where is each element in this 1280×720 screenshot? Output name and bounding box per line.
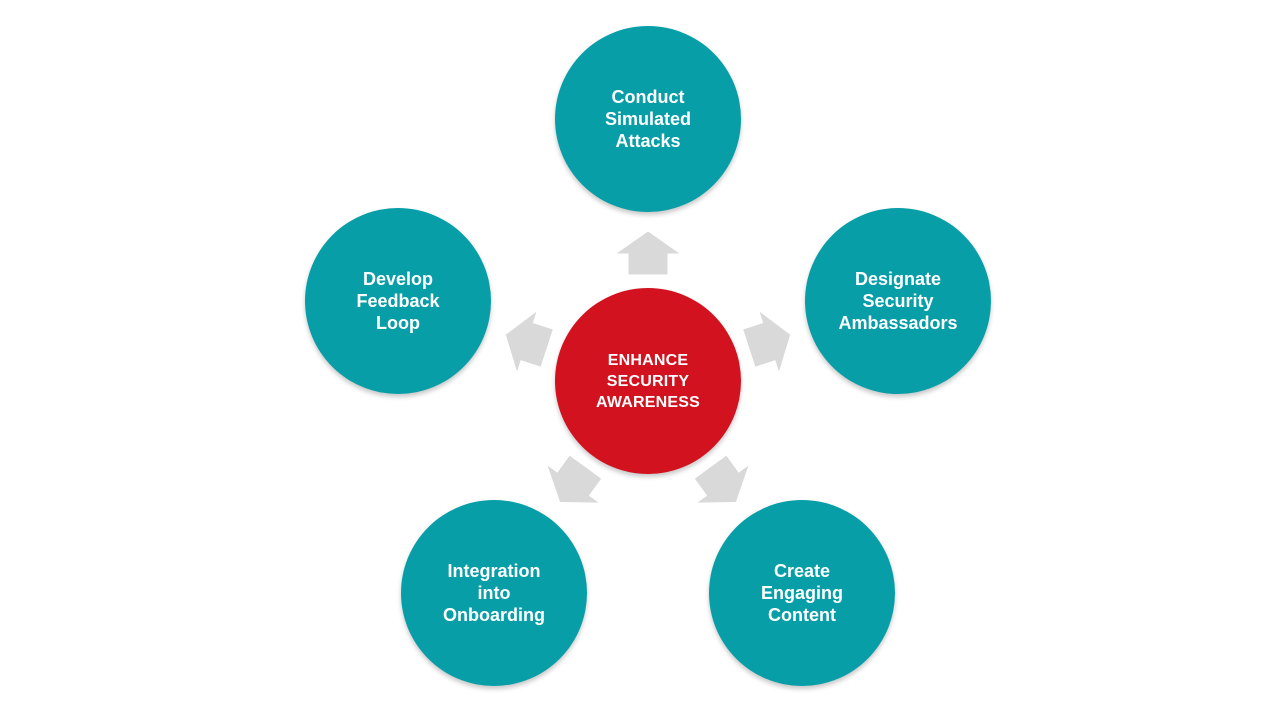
center-node-enhance-security-awareness: ENHANCE SECURITY AWARENESS <box>555 288 741 474</box>
center-node-label: ENHANCE SECURITY AWARENESS <box>595 351 701 411</box>
arrow-to-lower-left <box>547 455 602 503</box>
node-label: Create Engaging Content <box>761 561 843 625</box>
arrow-to-upper-right <box>743 311 791 372</box>
node-label: Develop Feedback Loop <box>356 269 440 333</box>
node-develop-feedback-loop: Develop Feedback Loop <box>305 208 491 394</box>
node-conduct-simulated-attacks: Conduct Simulated Attacks <box>555 26 741 212</box>
arrow-to-upper-left <box>505 311 553 372</box>
node-integration-into-onboarding: Integration into Onboarding <box>401 500 587 686</box>
node-create-engaging-content: Create Engaging Content <box>709 500 895 686</box>
arrow-to-lower-right <box>694 455 749 503</box>
node-designate-security-ambassadors: Designate Security Ambassadors <box>805 208 991 394</box>
node-label: Integration into Onboarding <box>443 561 545 625</box>
arrow-to-top <box>616 231 680 275</box>
node-label: Conduct Simulated Attacks <box>604 87 692 151</box>
node-label: Designate Security Ambassadors <box>838 269 958 333</box>
